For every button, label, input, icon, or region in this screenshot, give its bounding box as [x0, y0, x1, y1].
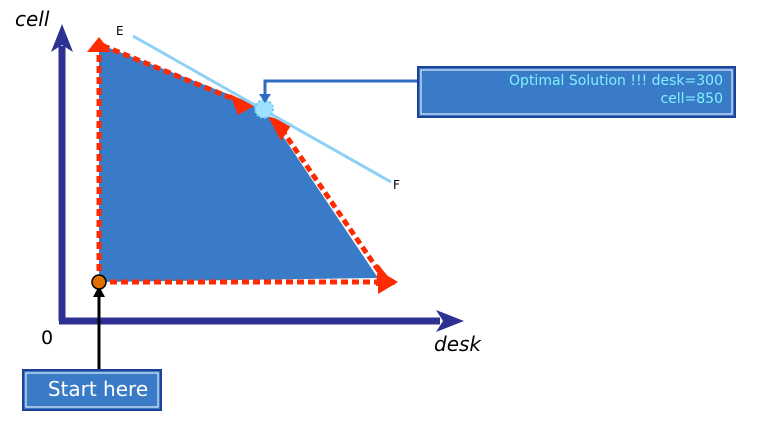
arrow-corner-icon	[376, 264, 395, 286]
start-box-label: Start here	[48, 377, 148, 401]
arrow-up-icon	[87, 37, 111, 52]
simplex-path-right	[275, 122, 388, 282]
start-point	[91, 274, 107, 290]
y-axis-arrow-icon	[51, 24, 73, 52]
optimal-callout-box	[417, 66, 736, 118]
feasible-region	[99, 44, 378, 282]
start-box	[22, 369, 162, 411]
arrow-to-optimum-left-icon	[230, 94, 254, 115]
optimal-callout-line2: cell=850	[660, 91, 723, 107]
point-label-e: E	[116, 24, 124, 38]
origin-label: 0	[41, 327, 53, 349]
point-label-f: F	[393, 178, 400, 192]
optimal-callout-line1: Optimal Solution !!! desk=300	[509, 73, 723, 89]
x-axis-label: desk	[434, 332, 482, 356]
callout-arrow-icon	[259, 94, 271, 103]
x-axis-arrow-icon	[436, 310, 464, 332]
start-pointer-arrow-icon	[93, 286, 105, 297]
y-axis-label: cell	[15, 7, 50, 31]
callout-connector	[263, 79, 420, 98]
optimal-point	[254, 99, 274, 119]
